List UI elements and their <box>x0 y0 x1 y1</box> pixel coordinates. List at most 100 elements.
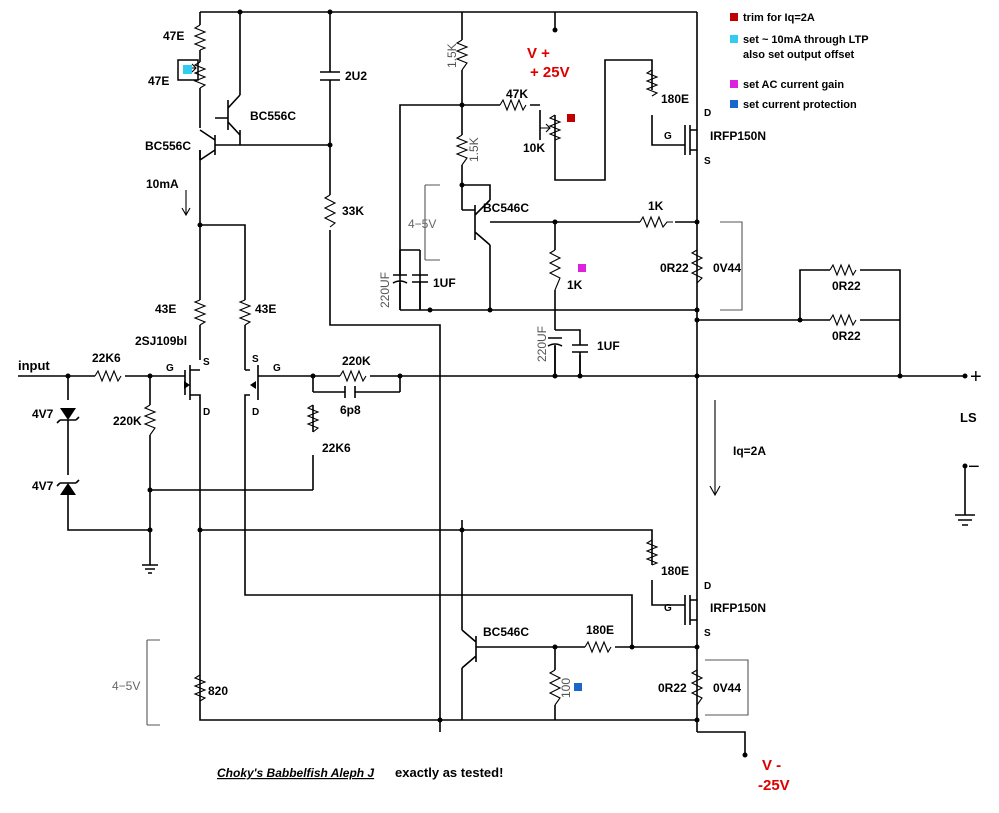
label-1k5-top: 1.5K <box>445 43 459 68</box>
resistor-47k <box>499 98 527 112</box>
input-label: input <box>18 358 50 373</box>
resistor-0r22-par-a <box>829 263 857 277</box>
component-labels: 47E 47E BC556C BC556C 10mA 2U2 33K 43E 4… <box>32 29 861 698</box>
label-iq: Iq=2A <box>733 444 766 458</box>
supply-labels: V + + 25V V - -25V <box>527 45 790 794</box>
resistor-0r22-bot <box>690 669 704 706</box>
label-10ma: 10mA <box>146 177 179 191</box>
label-220k-fb: 220K <box>342 354 371 368</box>
resistor-0r22-par-b <box>829 313 857 327</box>
label-47e-a: 47E <box>163 29 184 43</box>
label-220k-in: 220K <box>113 414 142 428</box>
ground-symbols <box>142 514 975 574</box>
capacitor-220uf-b <box>547 337 563 347</box>
label-bc546c-top: BC546C <box>483 201 529 215</box>
pot-10k <box>548 114 562 141</box>
label-43e-b: 43E <box>255 302 276 316</box>
label-0v44-bot: 0V44 <box>713 681 741 695</box>
zener-diodes <box>56 408 80 495</box>
legend-gain: set AC current gain <box>743 79 844 91</box>
legend-swatch-protection <box>730 100 738 108</box>
pin-s-jfet-a: S <box>203 357 210 368</box>
caption-title: Choky's Babbelfish Aleph J <box>217 766 374 780</box>
io-labels: input LS + − <box>18 358 982 478</box>
resistor-180e-prot <box>584 640 612 654</box>
pin-g-jfet-a: G <box>166 363 174 374</box>
legend-offset: also set output offset <box>743 49 855 61</box>
label-47k: 47K <box>506 87 528 101</box>
legend-protection: set current protection <box>743 99 857 111</box>
pin-d-jfet-b: D <box>252 407 259 418</box>
label-180e-top: 180E <box>661 92 689 106</box>
label-10k: 10K <box>523 141 545 155</box>
label-1k-fb: 1K <box>648 199 664 213</box>
label-100: 100 <box>559 678 573 698</box>
label-1uf-b: 1UF <box>597 339 620 353</box>
pin-d-mos-bot: D <box>704 581 711 592</box>
resistor-43e-b <box>238 299 252 326</box>
wires <box>18 11 966 755</box>
pot-wipers <box>188 63 551 133</box>
caption-suffix: exactly as tested! <box>395 765 503 780</box>
supply-neg-value: -25V <box>758 777 790 794</box>
label-0r22-par-b: 0R22 <box>832 329 861 343</box>
label-43e-a: 43E <box>155 302 176 316</box>
label-irfp150n-bot: IRFP150N <box>710 601 766 615</box>
label-bc546c-bot: BC546C <box>483 625 529 639</box>
resistor-22k6-in <box>94 369 122 383</box>
marker-ltp-ltp <box>177 59 199 81</box>
capacitor-2u2 <box>320 71 340 81</box>
pin-s-mos-top: S <box>704 156 711 167</box>
label-0r22-bot: 0R22 <box>658 681 687 695</box>
legend-trim: trim for Iq=2A <box>743 12 815 24</box>
supply-neg-label: V - <box>762 757 781 774</box>
resistor-1k5-mid <box>455 134 469 166</box>
label-820: 820 <box>208 684 228 698</box>
label-4v7-b: 4V7 <box>32 479 54 493</box>
pin-g-mos-top: G <box>664 131 672 142</box>
capacitors <box>320 71 588 398</box>
label-bc556c-a: BC556C <box>250 109 296 123</box>
label-22k6-in: 22K6 <box>92 351 121 365</box>
ls-minus: − <box>968 456 980 478</box>
label-bc556c-b: BC556C <box>145 139 191 153</box>
pin-s-jfet-b: S <box>252 354 259 365</box>
label-1k5-mid: 1.5K <box>467 137 481 162</box>
label-220uf-b: 220UF <box>535 326 549 362</box>
legend-swatch-ltp <box>730 35 738 43</box>
resistor-100 <box>548 669 562 706</box>
current-arrows <box>181 190 721 497</box>
legend-swatch-trim <box>730 13 738 21</box>
resistor-1k-fb <box>639 215 673 229</box>
resistor-47e-a <box>193 24 207 51</box>
supply-pos-label: V + <box>527 45 550 62</box>
pin-s-mos-bot: S <box>704 628 711 639</box>
color-markers <box>177 59 586 691</box>
resistor-43e-a <box>193 299 207 326</box>
label-6p8: 6p8 <box>340 403 361 417</box>
supply-pos-value: + 25V <box>530 64 570 81</box>
label-0r22-par-a: 0R22 <box>832 279 861 293</box>
capacitor-220uf-a <box>392 274 408 284</box>
resistor-0r22-top <box>690 249 704 284</box>
resistors <box>94 24 857 706</box>
resistor-820 <box>193 674 207 702</box>
marker-protection <box>574 683 582 691</box>
label-4v7-a: 4V7 <box>32 407 54 421</box>
label-2u2: 2U2 <box>345 69 367 83</box>
label-47e-b: 47E <box>148 74 169 88</box>
label-4-5v-lo: 4−5V <box>112 679 140 693</box>
label-33k: 33K <box>342 204 364 218</box>
resistor-22k6-fb <box>306 404 320 433</box>
nodes <box>65 9 968 758</box>
label-1k-gain: 1K <box>567 278 583 292</box>
resistor-1k-gain <box>548 249 562 291</box>
pin-g-mos-bot: G <box>664 603 672 614</box>
ground-ls <box>955 514 975 526</box>
legend-swatch-gain <box>730 80 738 88</box>
pin-d-jfet-a: D <box>203 407 210 418</box>
capacitor-1uf-b <box>572 344 588 353</box>
pin-d-mos-top: D <box>704 108 711 119</box>
resistor-180e-bot <box>645 539 659 566</box>
label-180e-prot: 180E <box>586 623 614 637</box>
